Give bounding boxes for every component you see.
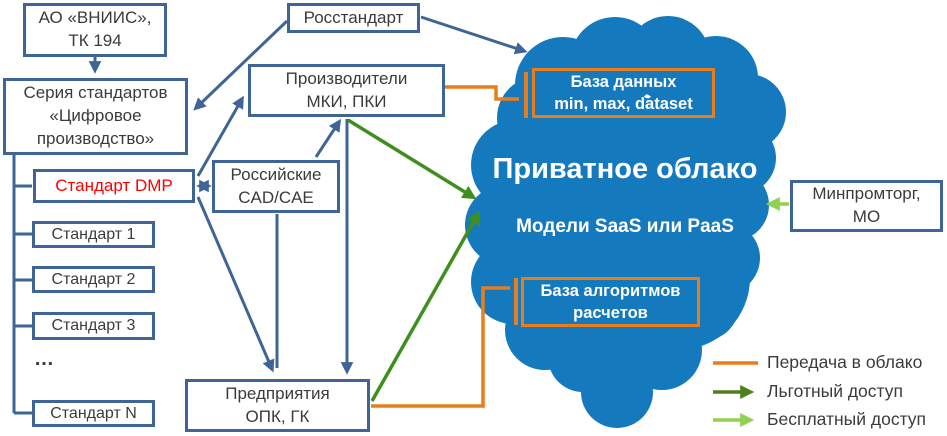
connector-enterprises-to-algorithms (371, 286, 510, 408)
box-standard-1: Стандарт 1 (32, 221, 155, 248)
producers-line-1: Производители (285, 68, 408, 88)
producers-line-2: МКИ, ПКИ (306, 91, 387, 111)
box-producers: Производители МКИ, ПКИ (248, 64, 445, 117)
standard-3-label: Стандарт 3 (51, 317, 136, 335)
standards-tree-connector (12, 155, 32, 415)
cloud-title: Приватное облако (492, 153, 758, 185)
arrow-rosstandart-to-series (193, 19, 289, 111)
box-standard-2: Стандарт 2 (32, 266, 155, 293)
box-algorithms: База алгоритмов расчетов (521, 277, 700, 327)
arrow-dmp-to-producers (196, 95, 244, 177)
enterprises-line-2: ОПК, ГК (245, 406, 310, 426)
box-vniis: АО «ВНИИС», ТК 194 (23, 3, 167, 57)
database-line-1: База данных (570, 72, 677, 91)
box-standard-n: Стандарт N (32, 400, 155, 427)
arrow-cad-to-producers (314, 118, 342, 158)
box-standard-3: Стандарт 3 (32, 312, 155, 340)
box-minpromtorg: Минпромторг, МО (790, 180, 943, 232)
box-database: База данных min, max, dataset (532, 68, 715, 118)
series-line-1: Серия стандартов (23, 83, 168, 103)
box-russian-cad-cae: Российские CAD/CAE (212, 160, 340, 213)
private-cloud-shape (465, 16, 786, 428)
minpromtorg-line-2: МО (852, 207, 881, 226)
rosstandart-label: Росстандарт (303, 7, 404, 27)
vniis-line-1: АО «ВНИИС», (38, 8, 152, 28)
standard-n-label: Стандарт N (50, 404, 137, 422)
cloud-subtitle: Модели SaaS или PaaS (516, 216, 734, 237)
series-line-3: производство» (36, 128, 155, 148)
standard-2-label: Стандарт 2 (51, 270, 136, 288)
algorithms-line-1: База алгоритмов (540, 281, 681, 300)
legend-label-preferential: Льготный доступ (767, 381, 903, 401)
connector-producers-to-database (445, 85, 519, 101)
box-enterprises: Предприятия ОПК, ГК (185, 379, 370, 432)
series-line-2: «Цифровое (49, 106, 142, 126)
standards-ellipsis: … (34, 348, 55, 370)
box-standard-dmp: Стандарт DMP (33, 169, 195, 203)
arrow-dmp-to-enterprises (196, 196, 275, 373)
cad-line-1: Российские (230, 164, 322, 184)
minpromtorg-line-1: Минпромторг, (812, 184, 921, 204)
box-rosstandart: Росстандарт (287, 3, 420, 33)
enterprises-line-1: Предприятия (225, 383, 330, 403)
standard-dmp-label: Стандарт DMP (55, 175, 173, 195)
database-line-2: min, max, dataset (554, 95, 693, 113)
arrow-producers-to-cloud (347, 118, 477, 200)
legend-label-transfer: Передача в облако (767, 352, 923, 372)
arrow-enterprises-to-cloud (370, 210, 481, 402)
cad-line-2: CAD/CAE (238, 187, 314, 207)
arrow-rosstandart-to-cloud (420, 15, 528, 55)
standard-1-label: Стандарт 1 (51, 225, 136, 243)
algorithms-line-2: расчетов (573, 304, 648, 322)
vniis-line-2: ТК 194 (68, 31, 122, 50)
legend-label-free: Бесплатный доступ (767, 409, 927, 429)
box-standards-series: Серия стандартов «Цифровое производство» (3, 78, 188, 155)
